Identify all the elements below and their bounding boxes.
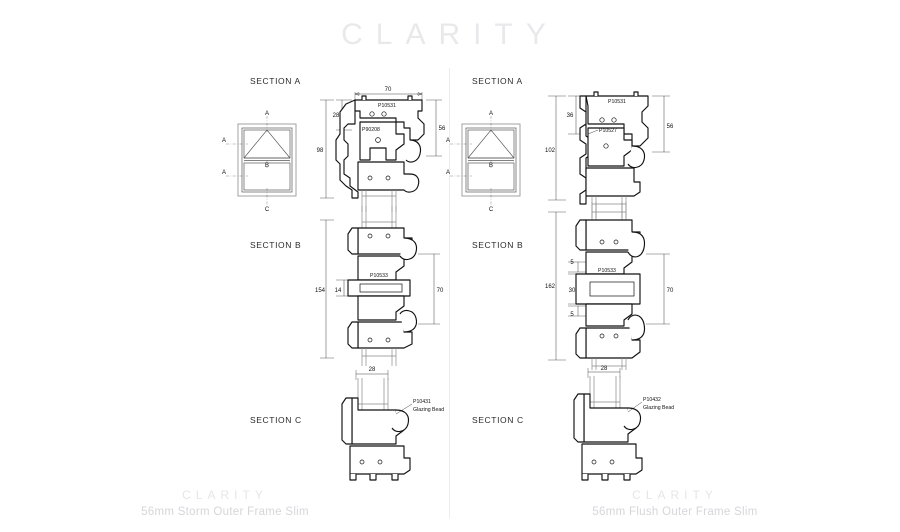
panel-divider [449, 68, 450, 518]
elevation-label-top-left-a: A [265, 111, 269, 117]
dimension-56-right-a: 56 [667, 124, 674, 130]
section-label-c-left: SECTION C [250, 415, 302, 425]
dimension-56-left-a: 56 [439, 126, 446, 132]
part-label-p10527-right-a: P10527 [599, 128, 617, 134]
section-label-a-left: SECTION A [250, 76, 301, 86]
profile-section-c-left: 28 P10431 Glazing Bead [341, 367, 444, 481]
profile-section-c-right: 28 P10432 Glazing Bead [573, 366, 674, 481]
dimension-28-left-a: 28 [333, 113, 340, 119]
dimension-14-left-b: 14 [335, 288, 342, 294]
part-label-p10533-right-b: P10533 [598, 268, 616, 274]
part-desc-glazing-bead-left-c: Glazing Bead [413, 407, 444, 413]
section-label-c-right: SECTION C [472, 415, 524, 425]
part-label-p90208-left-a: P90208 [362, 127, 380, 133]
footer-right: CLARITY 56mm Flush Outer Frame Slim [450, 488, 900, 518]
dimension-28-right-c: 28 [601, 366, 608, 372]
dimension-162-right-b: 162 [545, 284, 556, 290]
elevation-label-bottom-right-a: C [489, 207, 494, 213]
part-label-p10533-left-b: P10533 [370, 273, 388, 279]
profile-section-a-right: 36 102 56 [545, 91, 674, 218]
footer-brand-left: CLARITY [182, 488, 268, 502]
elevation-diagram-right-a: A B C A A [446, 111, 521, 213]
profile-section-a-left: 70 28 98 56 [317, 87, 446, 212]
dimension-98-left-a: 98 [317, 148, 324, 154]
part-desc-glazing-bead-right-c: Glazing Bead [643, 405, 674, 411]
part-label-p10531-right-a: P10531 [608, 99, 626, 105]
section-label-a-right: SECTION A [472, 76, 523, 86]
dimension-70-right-b: 70 [667, 288, 674, 294]
dimension-5-bottom-right-b: 5 [570, 312, 574, 318]
elevation-label-top-right-a: A [489, 111, 493, 117]
page-title: CLARITY [341, 18, 559, 51]
part-label-p10432-right-c: P10432 [643, 397, 661, 403]
dimension-28-left-c: 28 [369, 367, 376, 373]
elevation-label-left-top-left-a: A [222, 138, 226, 144]
dimension-5-top-right-b: 5 [570, 260, 574, 266]
dimension-154-left-b: 154 [315, 288, 326, 294]
dimension-36-right-a: 36 [567, 113, 574, 119]
panel-flush-outer-frame: SECTION A A B C A A 36 [446, 0, 900, 532]
part-label-p10431-left-c: P10431 [413, 399, 431, 405]
footer-brand-right: CLARITY [632, 488, 718, 502]
section-label-b-right: SECTION B [472, 240, 524, 250]
elevation-label-middle-left-a: B [265, 163, 269, 169]
section-label-b-left: SECTION B [250, 240, 302, 250]
footer-divider [449, 478, 450, 518]
dimension-30-right-b: 30 [569, 288, 576, 294]
dimension-70-left-b: 70 [437, 288, 444, 294]
elevation-label-middle-right-a: B [489, 163, 493, 169]
panel-storm-outer-frame: SECTION A A B C A A [0, 76, 450, 518]
dimension-70-left-a: 70 [385, 87, 392, 93]
dimension-102-right-a: 102 [545, 148, 556, 154]
elevation-label-left-bottom-left-a: A [222, 170, 226, 176]
elevation-label-left-bottom-right-a: A [446, 170, 450, 176]
profile-section-b-right: 162 5 30 5 70 [545, 202, 674, 370]
profile-section-b-left: 154 14 70 [315, 206, 444, 366]
elevation-diagram-left-a: A B C A A [222, 111, 297, 213]
elevation-label-left-top-right-a: A [446, 138, 450, 144]
footer-title-right: 56mm Flush Outer Frame Slim [592, 506, 758, 518]
elevation-label-bottom-left-a: C [265, 207, 270, 213]
footer-title-left: 56mm Storm Outer Frame Slim [141, 506, 309, 518]
part-label-p10531-left-a: P10531 [378, 103, 396, 109]
footer-left: CLARITY 56mm Storm Outer Frame Slim [0, 488, 450, 518]
